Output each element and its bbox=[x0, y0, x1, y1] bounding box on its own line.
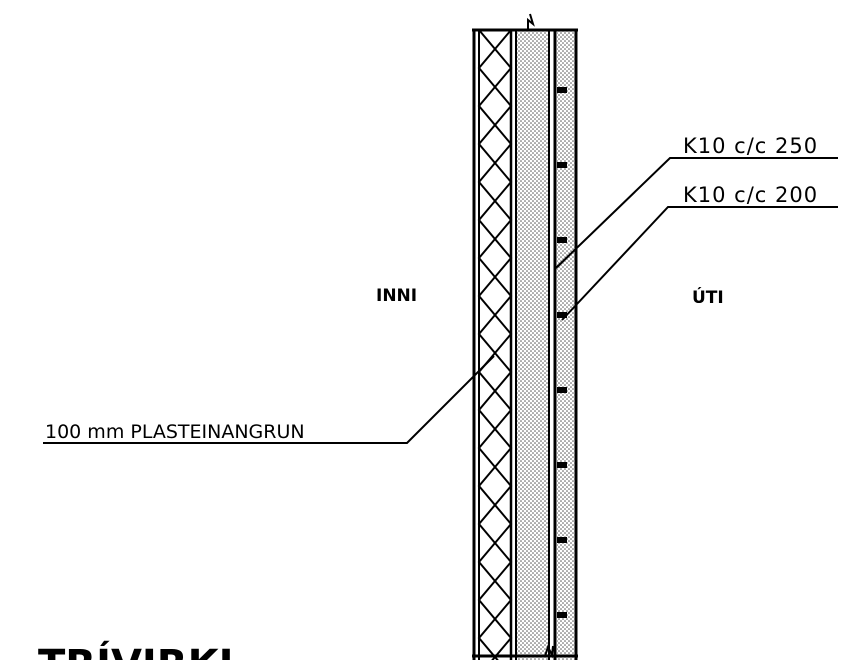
label-rebar-outer: K10 c/c 250 bbox=[683, 134, 818, 158]
outer-concrete-layer bbox=[557, 30, 575, 660]
leader-insulation bbox=[43, 355, 495, 444]
break-marks bbox=[527, 13, 554, 659]
rebar-dot bbox=[557, 537, 567, 543]
wall-layer-lines bbox=[472, 28, 578, 660]
inner-concrete-layer bbox=[515, 30, 550, 660]
drawing-title: TRÍVIRKI bbox=[38, 640, 234, 660]
rebar-dot bbox=[557, 462, 567, 468]
label-outside: ÚTI bbox=[692, 286, 724, 308]
insulation-zigzag-b bbox=[477, 30, 513, 660]
label-rebar-inner: K10 c/c 200 bbox=[683, 183, 818, 207]
label-inside: INNI bbox=[376, 286, 417, 306]
rebar-dot bbox=[557, 387, 567, 393]
leader-lines bbox=[43, 157, 838, 444]
rebar-dot bbox=[557, 237, 567, 243]
rebar-dot bbox=[557, 87, 567, 93]
rebar-dots bbox=[557, 87, 567, 618]
rebar-dot bbox=[557, 612, 567, 618]
label-insulation: 100 mm PLASTEINANGRUN bbox=[45, 421, 305, 443]
rebar-dot bbox=[557, 312, 567, 318]
leader-rebar-outer bbox=[555, 157, 838, 269]
rebar-dot bbox=[557, 162, 567, 168]
leader-rebar-inner bbox=[561, 206, 838, 321]
insulation-hatch bbox=[477, 30, 513, 660]
